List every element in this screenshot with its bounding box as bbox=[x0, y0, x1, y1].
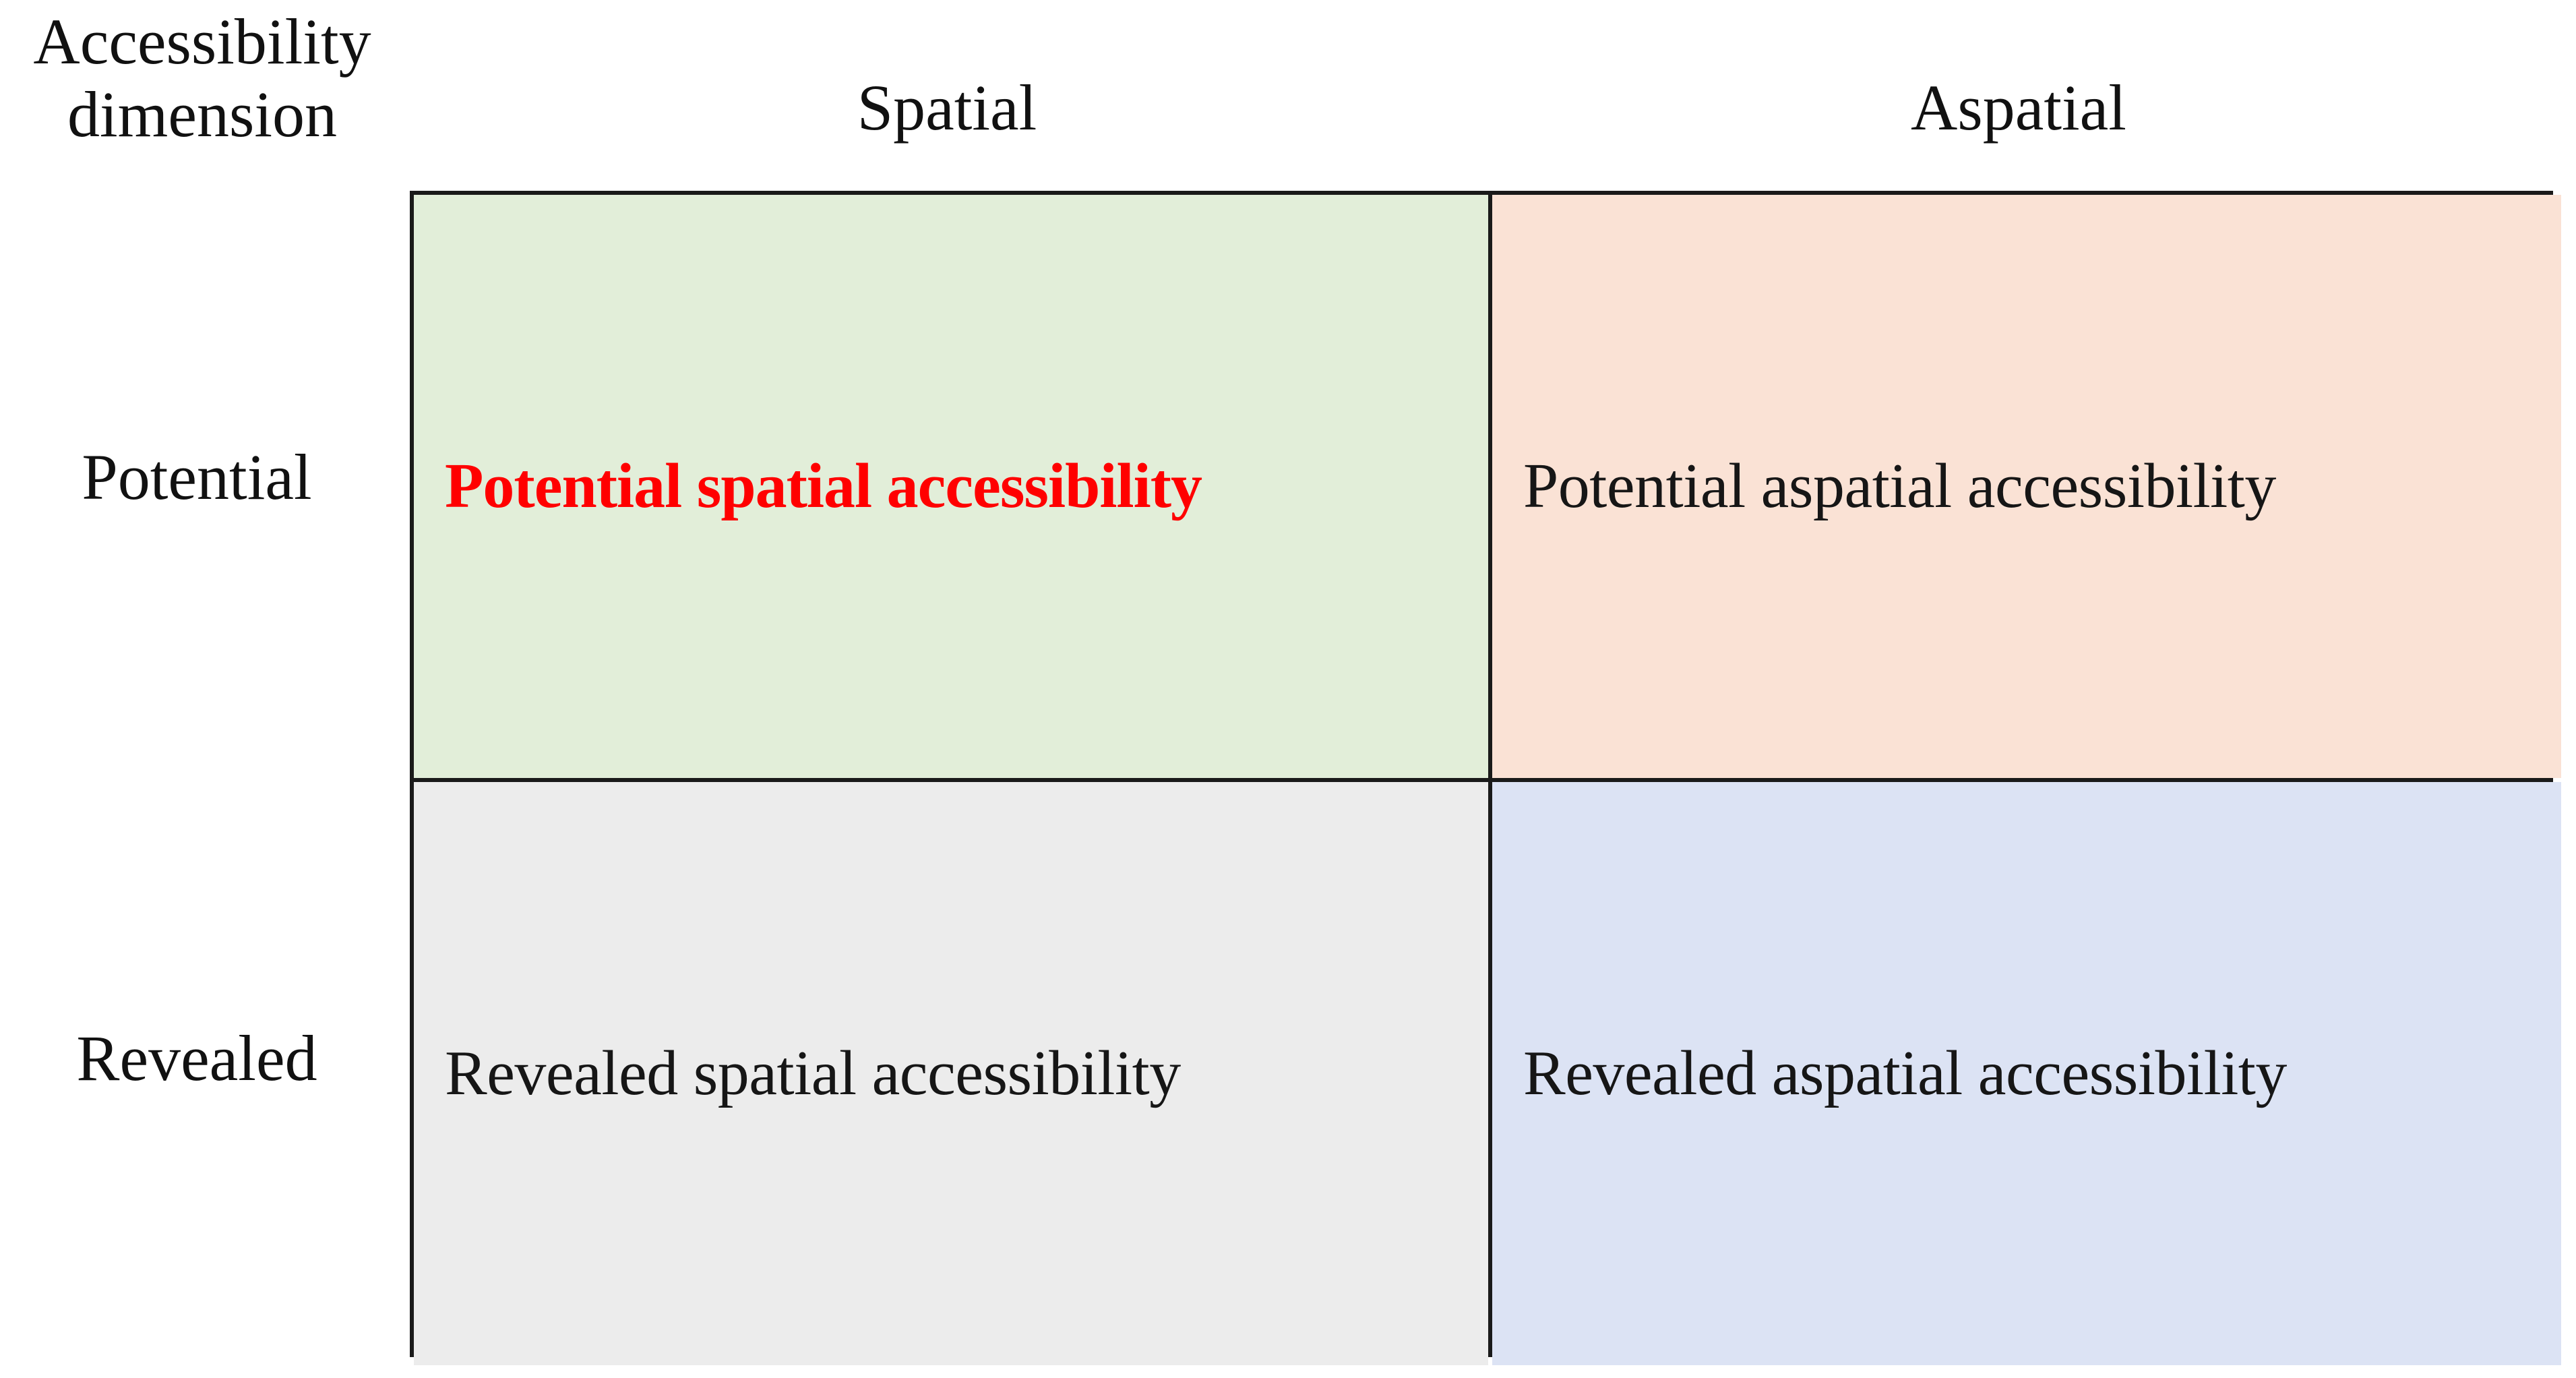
matrix-cell-label-revealed-spatial: Revealed spatial accessibility bbox=[445, 1038, 1181, 1109]
column-header-aspatial: Aspatial bbox=[1911, 71, 2126, 144]
accessibility-matrix: Potential spatial accessibility Potentia… bbox=[410, 191, 2561, 1365]
matrix-cell-potential-aspatial: Potential aspatial accessibility bbox=[1492, 195, 2561, 778]
matrix-cell-label-potential-spatial: Potential spatial accessibility bbox=[445, 451, 1202, 522]
matrix-cell-label-revealed-aspatial: Revealed aspatial accessibility bbox=[1523, 1038, 2287, 1109]
row-header-potential: Potential bbox=[82, 441, 312, 513]
matrix-cell-potential-spatial: Potential spatial accessibility bbox=[414, 195, 1488, 778]
column-header-spatial: Spatial bbox=[857, 71, 1037, 144]
axis-heading-accessibility-dimension: Accessibility dimension bbox=[33, 5, 371, 150]
matrix-cell-label-potential-aspatial: Potential aspatial accessibility bbox=[1523, 451, 2276, 522]
row-header-revealed: Revealed bbox=[76, 1022, 317, 1094]
matrix-cell-revealed-spatial: Revealed spatial accessibility bbox=[414, 782, 1488, 1365]
matrix-cell-revealed-aspatial: Revealed aspatial accessibility bbox=[1492, 782, 2561, 1365]
